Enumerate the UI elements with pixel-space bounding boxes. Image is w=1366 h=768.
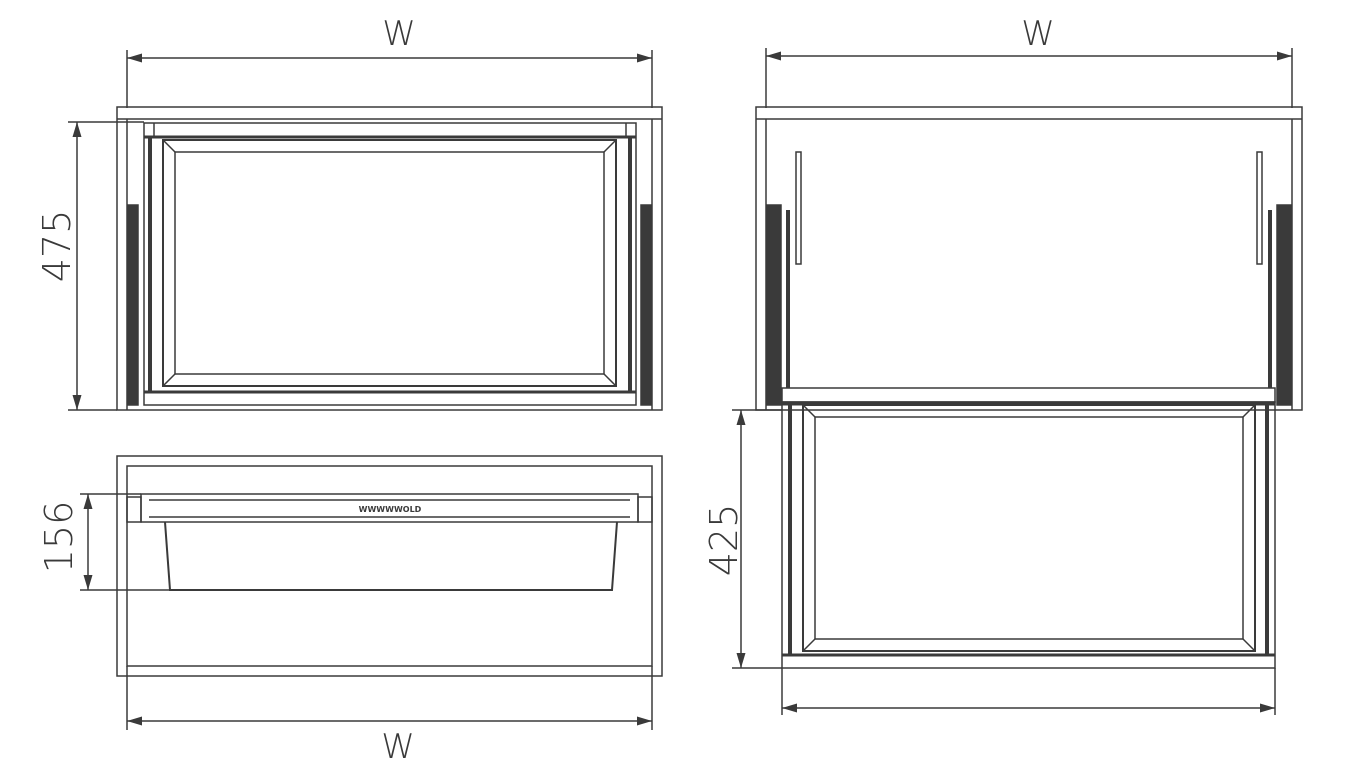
top-view bbox=[68, 50, 663, 411]
top-view-tray-inner bbox=[174, 151, 605, 375]
extended-view-drawer-frame bbox=[781, 401, 1276, 669]
front-view-right-runner[interactable] bbox=[637, 496, 653, 523]
front-view bbox=[80, 455, 663, 730]
extended-view-tray-outer bbox=[802, 404, 1256, 652]
top-view-cabinet-outline bbox=[116, 106, 663, 411]
top-view-depth-label: 475 bbox=[35, 210, 79, 283]
extended-view-left-bracket bbox=[795, 151, 802, 265]
extended-view-width-label: W bbox=[1021, 14, 1055, 54]
top-view-width-label: W bbox=[382, 14, 416, 54]
extended-view-right-bracket bbox=[1256, 151, 1263, 265]
extended-view-tray-inner bbox=[814, 416, 1244, 640]
front-view-tray-body bbox=[164, 521, 618, 591]
front-view-left-runner[interactable] bbox=[126, 496, 142, 523]
top-view-left-runner[interactable] bbox=[127, 204, 139, 406]
top-view-tray-outer bbox=[162, 139, 617, 387]
extended-view-tray-corner-tl bbox=[802, 404, 816, 418]
front-view-cabinet-inner bbox=[126, 465, 653, 667]
extended-view-extension-label: 425 bbox=[702, 504, 746, 577]
top-view-tray-corner-tr bbox=[603, 139, 617, 153]
extended-view-tray-corner-br bbox=[1242, 638, 1256, 652]
front-view-cabinet-outline bbox=[116, 455, 663, 677]
front-view-width-label: W bbox=[381, 727, 415, 767]
top-view-tray-corner-tl bbox=[162, 139, 176, 153]
top-view-tray-corner-bl bbox=[162, 373, 176, 387]
extended-view-left-runner[interactable] bbox=[766, 204, 782, 406]
extended-view bbox=[732, 48, 1303, 715]
front-view-tray-lip bbox=[140, 493, 639, 523]
front-view-height-label: 156 bbox=[37, 501, 81, 574]
extended-view-drawer-front bbox=[781, 387, 1276, 403]
extended-view-tray-corner-bl bbox=[802, 638, 816, 652]
extended-view-tray-corner-tr bbox=[1242, 404, 1256, 418]
top-view-right-runner[interactable] bbox=[640, 204, 652, 406]
top-view-drawer-frame bbox=[143, 122, 637, 406]
front-view-brand-label: WWWWWOLD bbox=[359, 505, 422, 514]
top-view-tray-corner-br bbox=[603, 373, 617, 387]
extended-view-right-runner[interactable] bbox=[1276, 204, 1292, 406]
extended-view-cabinet-outline bbox=[755, 106, 1303, 411]
